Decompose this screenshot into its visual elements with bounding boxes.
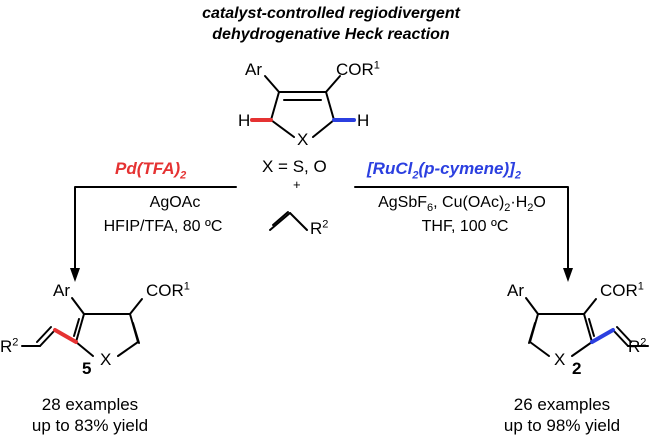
alkene-group-sup: 2: [322, 218, 329, 231]
left-product-heteroatom: X: [100, 350, 112, 369]
left-product-acyl-text: COR: [146, 281, 184, 300]
left-condition-2: HFIP/TFA, 80 ºC: [103, 218, 223, 235]
left-product-group-text: R: [0, 337, 13, 356]
right-cond-d: 2: [504, 202, 511, 215]
right-catalyst-c: (p-cymene)]: [418, 159, 515, 178]
substrate-ring: [264, 75, 341, 138]
left-product-ring: [21, 297, 143, 357]
right-product-yield: up to 98% yield: [503, 416, 621, 435]
right-product-examples: 26 examples: [513, 395, 611, 414]
right-product-acyl: COR1: [600, 280, 644, 300]
left-catalyst: Pd(TFA)2: [115, 159, 186, 181]
left-arrow: [70, 186, 237, 282]
left-catalyst-text: Pd(TFA): [115, 159, 181, 178]
right-product-heteroatom: X: [554, 350, 566, 369]
right-arrow: [354, 186, 573, 282]
substrate-heteroatom: X: [297, 130, 309, 149]
left-product-number: 5: [82, 359, 92, 378]
title-line-1: catalyst-controlled regiodivergent: [202, 5, 460, 22]
left-red-vinyl-bond: [53, 328, 78, 344]
right-cond-g: O: [533, 194, 546, 211]
right-catalyst: [RuCl2(p-cymene)]2: [367, 159, 521, 181]
substrate-h-right: H: [357, 111, 370, 130]
right-blue-vinyl-bond: [590, 328, 615, 344]
alkene-group-label: R2: [310, 218, 329, 238]
substrate-aryl-label: Ar: [245, 60, 262, 79]
right-product-group-text: R: [628, 337, 641, 356]
heteroatom-definition: X = S, O: [262, 157, 327, 176]
right-condition-2: THF, 100 ºC: [421, 218, 509, 235]
right-cond-a: AgSbF: [378, 194, 428, 211]
right-catalyst-a: [RuCl: [367, 159, 413, 178]
right-product-aryl: Ar: [507, 281, 524, 300]
left-product-group-sup: 2: [12, 336, 19, 349]
left-product-yield: up to 83% yield: [31, 416, 149, 435]
substrate-acyl-sup: 1: [373, 59, 380, 72]
right-cond-c: , Cu(OAc): [433, 194, 505, 211]
left-product-examples: 28 examples: [41, 395, 139, 414]
left-catalyst-sub: 2: [180, 169, 187, 182]
left-product-aryl: Ar: [53, 281, 70, 300]
left-product-acyl-sup: 1: [183, 280, 190, 293]
right-product-acyl-text: COR: [600, 281, 638, 300]
right-cond-f: 2: [527, 202, 534, 215]
right-product-group: R2: [628, 336, 647, 356]
plus-sign: +: [293, 177, 301, 192]
left-condition-1: AgOAc: [149, 194, 201, 211]
substrate-h-left: H: [238, 111, 251, 130]
right-catalyst-d: 2: [514, 169, 521, 182]
substrate-acyl-label: COR1: [336, 59, 380, 79]
alkene-group-text: R: [310, 219, 323, 238]
substrate-acyl-text: COR: [336, 60, 374, 79]
right-catalyst-b: 2: [412, 169, 419, 182]
right-cond-e: ·H: [510, 194, 528, 211]
right-product-group-sup: 2: [640, 336, 647, 349]
right-product-ring: [525, 297, 649, 357]
title-line-2: dehydrogenative Heck reaction: [212, 26, 450, 43]
alkene-structure: [269, 211, 308, 231]
left-product-group: R2: [0, 336, 19, 356]
right-product-acyl-sup: 1: [637, 280, 644, 293]
left-product-acyl: COR1: [146, 280, 190, 300]
right-cond-b: 6: [427, 202, 434, 215]
right-condition-1: AgSbF6, Cu(OAc)2·H2O: [356, 194, 568, 215]
right-product-number: 2: [572, 359, 582, 378]
